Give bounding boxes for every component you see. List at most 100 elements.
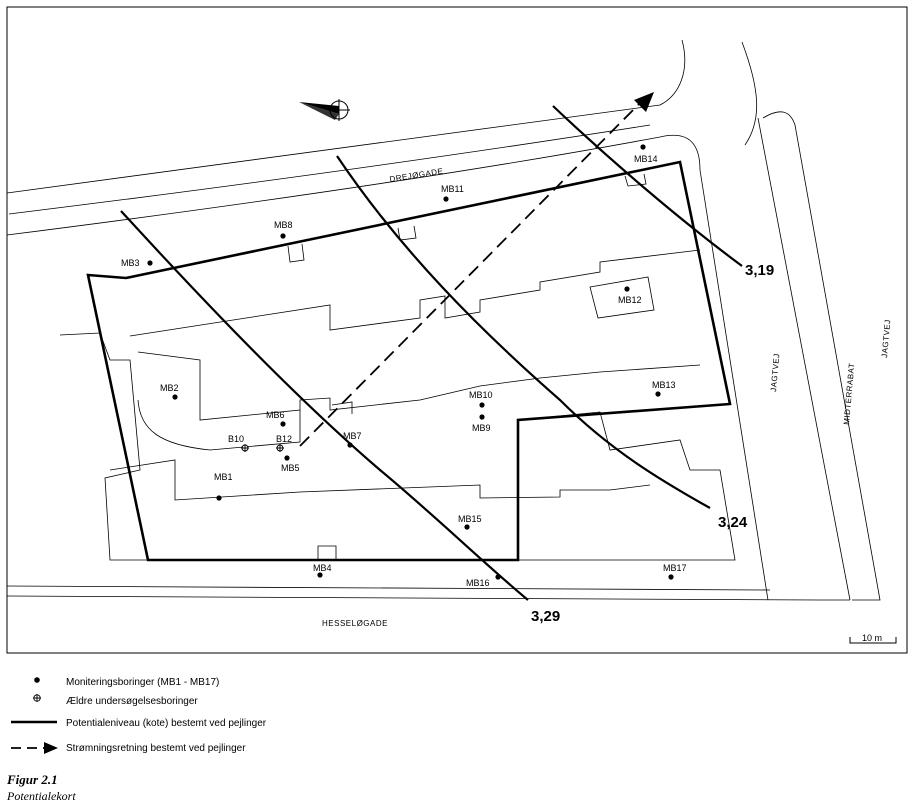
east-plot (517, 411, 736, 561)
boring-mb13: MB13 (652, 380, 676, 397)
filled-circle-icon (495, 574, 501, 580)
hesseloegade-north-edge (6, 585, 771, 591)
figure-title: Potentialekort (6, 789, 76, 803)
west-plot-outline (59, 332, 150, 561)
flow-line (299, 99, 644, 447)
street-label-drejoegade: DREJØGADE (389, 167, 444, 184)
boring-mb8: MB8 (274, 220, 293, 239)
borings-layer: MB1 MB2 MB3 MB4 MB5 MB6 MB7 MB8 (121, 144, 687, 588)
boring-label: MB8 (274, 220, 293, 230)
street-label-hesseloegade: HESSELØGADE (322, 619, 388, 628)
boring-mb6: MB6 (266, 410, 286, 427)
legend: Moniteringsboringer (MB1 - MB17) Ældre u… (11, 677, 267, 754)
legend-flow: Strømningsretning bestemt ved pejlinger (66, 743, 246, 754)
boring-mb14: MB14 (634, 144, 658, 164)
filled-circle-icon (280, 421, 286, 427)
building-row-middle (137, 351, 701, 421)
contour-line-3-19 (552, 105, 743, 267)
contour-line-3-24 (336, 155, 711, 509)
boring-mb16: MB16 (466, 574, 501, 588)
flow-direction-arrow (299, 92, 654, 447)
scale-bar: 10 m (849, 633, 897, 644)
boring-label: MB3 (121, 258, 140, 268)
boring-mb10: MB10 (469, 390, 493, 408)
map-frame (6, 6, 908, 654)
boring-mb15: MB15 (458, 514, 482, 530)
boring-label: MB10 (469, 390, 493, 400)
jagtvej-east-edge-left (699, 169, 769, 601)
filled-circle-icon (443, 196, 449, 202)
crossed-circle-icon (33, 694, 41, 702)
boring-mb11: MB11 (441, 184, 464, 202)
boring-b10: B10 (228, 434, 249, 452)
filled-circle-icon (624, 286, 630, 292)
boring-label: MB17 (663, 563, 687, 573)
boring-mb17: MB17 (663, 563, 687, 580)
contour-label-3-24: 3,24 (718, 514, 748, 531)
filled-circle-icon (655, 391, 661, 397)
filled-circle-icon (479, 402, 485, 408)
north-arrow-icon (299, 99, 350, 121)
boring-mb5: MB5 (281, 455, 300, 473)
scale-bar-label: 10 m (862, 633, 882, 643)
legend-flow-arrowhead (44, 742, 58, 754)
contour-label-3-19: 3,19 (745, 262, 774, 279)
boring-b12: B12 (276, 434, 292, 452)
boring-label: MB2 (160, 383, 179, 393)
figure-number: Figur 2.1 (6, 772, 58, 787)
legend-older: Ældre undersøgelsesboringer (66, 696, 198, 707)
drejoegade-street-south-edge (6, 135, 701, 236)
street-label-jagtvej-left: JAGTVEJ (769, 353, 781, 392)
building-block-b12 (589, 276, 655, 319)
legend-monitoring: Moniteringsboringer (MB1 - MB17) (66, 677, 219, 688)
street-label-midterrabat: MIDTERRABAT (842, 362, 856, 425)
boring-mb1: MB1 (214, 472, 233, 501)
crossed-circle-icon (276, 444, 284, 452)
base-map (6, 39, 881, 601)
boring-label: B12 (276, 434, 292, 444)
filled-circle-icon (640, 144, 646, 150)
boring-mb12: MB12 (618, 286, 642, 305)
flow-arrowhead (634, 92, 654, 112)
north-stub-2 (397, 225, 417, 241)
boring-label: MB11 (441, 184, 464, 194)
north-stub-1 (287, 243, 305, 263)
boring-label: MB14 (634, 154, 658, 164)
boring-label: MB5 (281, 463, 300, 473)
boring-label: MB6 (266, 410, 285, 420)
crossed-circle-icon (241, 444, 249, 452)
boring-label: MB15 (458, 514, 482, 524)
filled-circle-icon (347, 442, 353, 448)
boring-label: MB12 (618, 295, 642, 305)
boring-mb7: MB7 (343, 431, 362, 448)
drejoegade-sidewalk (8, 124, 651, 215)
boring-mb4: MB4 (313, 563, 332, 578)
inner-courtyard (137, 399, 301, 451)
legend-potential: Potentialeniveau (kote) bestemt ved pejl… (66, 718, 267, 729)
filled-circle-icon (668, 574, 674, 580)
boring-label: MB4 (313, 563, 332, 573)
contour-label-3-29: 3,29 (531, 608, 560, 625)
contour-line-3-29 (120, 210, 529, 601)
jagtvej-west-edge (757, 117, 851, 601)
south-plot-line (109, 459, 651, 501)
site-boundary (86, 160, 732, 562)
street-label-jagtvej-right: JAGTVEJ (880, 319, 892, 358)
boring-mb3: MB3 (121, 258, 153, 268)
south-stub (317, 545, 337, 560)
midterrabat-outline (762, 111, 881, 601)
building-row-north (129, 249, 701, 337)
filled-circle-icon (317, 572, 323, 578)
hesseloegade-south-edge (6, 595, 850, 601)
boring-label: B10 (228, 434, 244, 444)
boring-mb2: MB2 (160, 383, 179, 400)
filled-circle-icon (216, 495, 222, 501)
boring-label: MB9 (472, 423, 491, 433)
filled-circle-icon (479, 414, 485, 420)
boring-label: MB16 (466, 578, 490, 588)
boring-label: MB1 (214, 472, 233, 482)
filled-circle-icon (34, 677, 40, 683)
filled-circle-icon (464, 524, 470, 530)
boring-mb9: MB9 (472, 414, 491, 433)
